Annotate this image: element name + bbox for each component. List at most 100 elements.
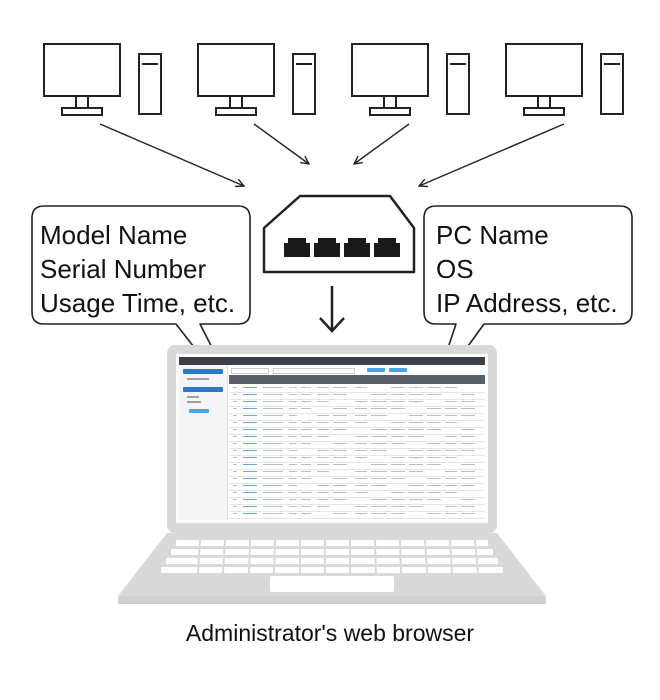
screen-grid-cell xyxy=(355,492,367,494)
screen-grid-cell xyxy=(301,387,311,389)
screen-grid-cell xyxy=(301,471,311,473)
screen-grid-cell xyxy=(427,492,441,494)
screen-grid-row xyxy=(229,476,485,484)
screen-grid-cell xyxy=(333,429,347,431)
screen-grid-cell xyxy=(243,464,257,466)
screen-grid-cell xyxy=(409,429,423,431)
screen-grid-cell xyxy=(317,422,329,424)
screen-grid-cell xyxy=(409,387,423,389)
screen-grid-cell xyxy=(317,429,329,431)
caption: Administrator's web browser xyxy=(185,620,475,646)
screen-grid-row xyxy=(229,427,485,435)
computer-2 xyxy=(197,43,316,116)
screen-grid-cell xyxy=(263,499,283,501)
screen-grid-cell xyxy=(243,422,257,424)
screen-grid-row xyxy=(229,455,485,463)
screen-grid-cell xyxy=(355,478,367,480)
screen-grid-cell xyxy=(409,471,423,473)
screen-grid-cell xyxy=(289,485,297,487)
screen-grid-cell xyxy=(427,387,441,389)
screen-grid-cell xyxy=(371,408,387,410)
screen-grid-cell xyxy=(461,443,475,445)
screen-grid-cell xyxy=(409,401,423,403)
screen-grid-cell xyxy=(371,436,387,438)
screen-grid-cell xyxy=(427,408,441,410)
screen-grid-row xyxy=(229,490,485,498)
screen-grid-cell xyxy=(233,478,237,480)
sidebar-line xyxy=(187,396,199,398)
arrow-computer-2-to-hub xyxy=(253,123,309,164)
screen-grid-cell xyxy=(301,464,311,466)
arrow-computer-3-to-hub xyxy=(354,123,410,164)
screen-grid-row xyxy=(229,448,485,456)
screen-grid-cell xyxy=(233,457,237,459)
screen-grid-cell xyxy=(263,492,283,494)
screen-grid-cell xyxy=(371,485,387,487)
screen-grid-cell xyxy=(461,394,475,396)
screen-grid-row xyxy=(229,434,485,442)
screen-grid-row xyxy=(229,406,485,414)
screen-grid-cell xyxy=(445,443,457,445)
screen-grid-cell xyxy=(391,513,405,515)
screen-grid-cell xyxy=(391,394,405,396)
screen-grid-cell xyxy=(333,457,347,459)
screen-grid-cell xyxy=(355,457,367,459)
screen-grid-cell xyxy=(301,408,311,410)
admin-screen-preview xyxy=(179,357,485,520)
screen-grid-cell xyxy=(243,429,257,431)
screen-grid-cell xyxy=(233,499,237,501)
screen-grid-cell xyxy=(317,492,329,494)
screen-grid-cell xyxy=(445,450,457,452)
screen-search-input xyxy=(273,368,355,374)
screen-grid-row xyxy=(229,392,485,400)
screen-grid-cell xyxy=(233,408,237,410)
screen-grid-cell xyxy=(233,492,237,494)
screen-grid-cell xyxy=(243,457,257,459)
screen-grid-cell xyxy=(445,485,457,487)
screen-grid-cell xyxy=(391,422,405,424)
screen-grid-cell xyxy=(243,478,257,480)
screen-grid-cell xyxy=(391,499,405,501)
screen-clear-button xyxy=(389,368,407,372)
screen-grid-cell xyxy=(445,387,457,389)
screen-grid-cell xyxy=(333,485,347,487)
screen-grid-cell xyxy=(461,415,475,417)
screen-grid-cell xyxy=(317,457,329,459)
screen-grid-cell xyxy=(409,457,423,459)
screen-grid-cell xyxy=(409,464,423,466)
screen-grid-cell xyxy=(427,457,441,459)
screen-grid-cell xyxy=(301,429,311,431)
network-switch-icon xyxy=(262,194,416,274)
screen-grid-cell xyxy=(445,422,457,424)
screen-filter-input xyxy=(231,368,269,374)
screen-grid-cell xyxy=(445,415,457,417)
screen-grid-cell xyxy=(333,387,347,389)
screen-grid-cell xyxy=(263,387,283,389)
arrow-computer-1-to-hub xyxy=(99,123,244,186)
screen-grid-cell xyxy=(371,443,387,445)
left-callout-text: Model Name Serial Number Usage Time, etc… xyxy=(40,218,235,320)
screen-grid-cell xyxy=(355,450,367,452)
screen-grid-cell xyxy=(391,408,405,410)
screen-grid-cell xyxy=(301,443,311,445)
screen-grid-cell xyxy=(317,415,329,417)
screen-grid-cell xyxy=(243,401,257,403)
screen-grid-cell xyxy=(427,464,441,466)
screen-grid-cell xyxy=(371,513,387,515)
screen-grid-row xyxy=(229,511,485,519)
screen-grid-cell xyxy=(243,513,257,515)
screen-grid-row xyxy=(229,504,485,512)
screen-grid-cell xyxy=(371,394,387,396)
screen-grid-cell xyxy=(301,401,311,403)
screen-grid-cell xyxy=(355,506,367,508)
screen-grid-cell xyxy=(289,471,297,473)
screen-grid-row xyxy=(229,420,485,428)
screen-grid-cell xyxy=(301,457,311,459)
screen-grid-cell xyxy=(371,471,387,473)
screen-grid-cell xyxy=(461,513,475,515)
screen-grid-cell xyxy=(445,513,457,515)
screen-grid-cell xyxy=(263,513,283,515)
screen-grid-cell xyxy=(371,429,387,431)
screen-grid-row xyxy=(229,462,485,470)
screen-grid-cell xyxy=(355,436,367,438)
